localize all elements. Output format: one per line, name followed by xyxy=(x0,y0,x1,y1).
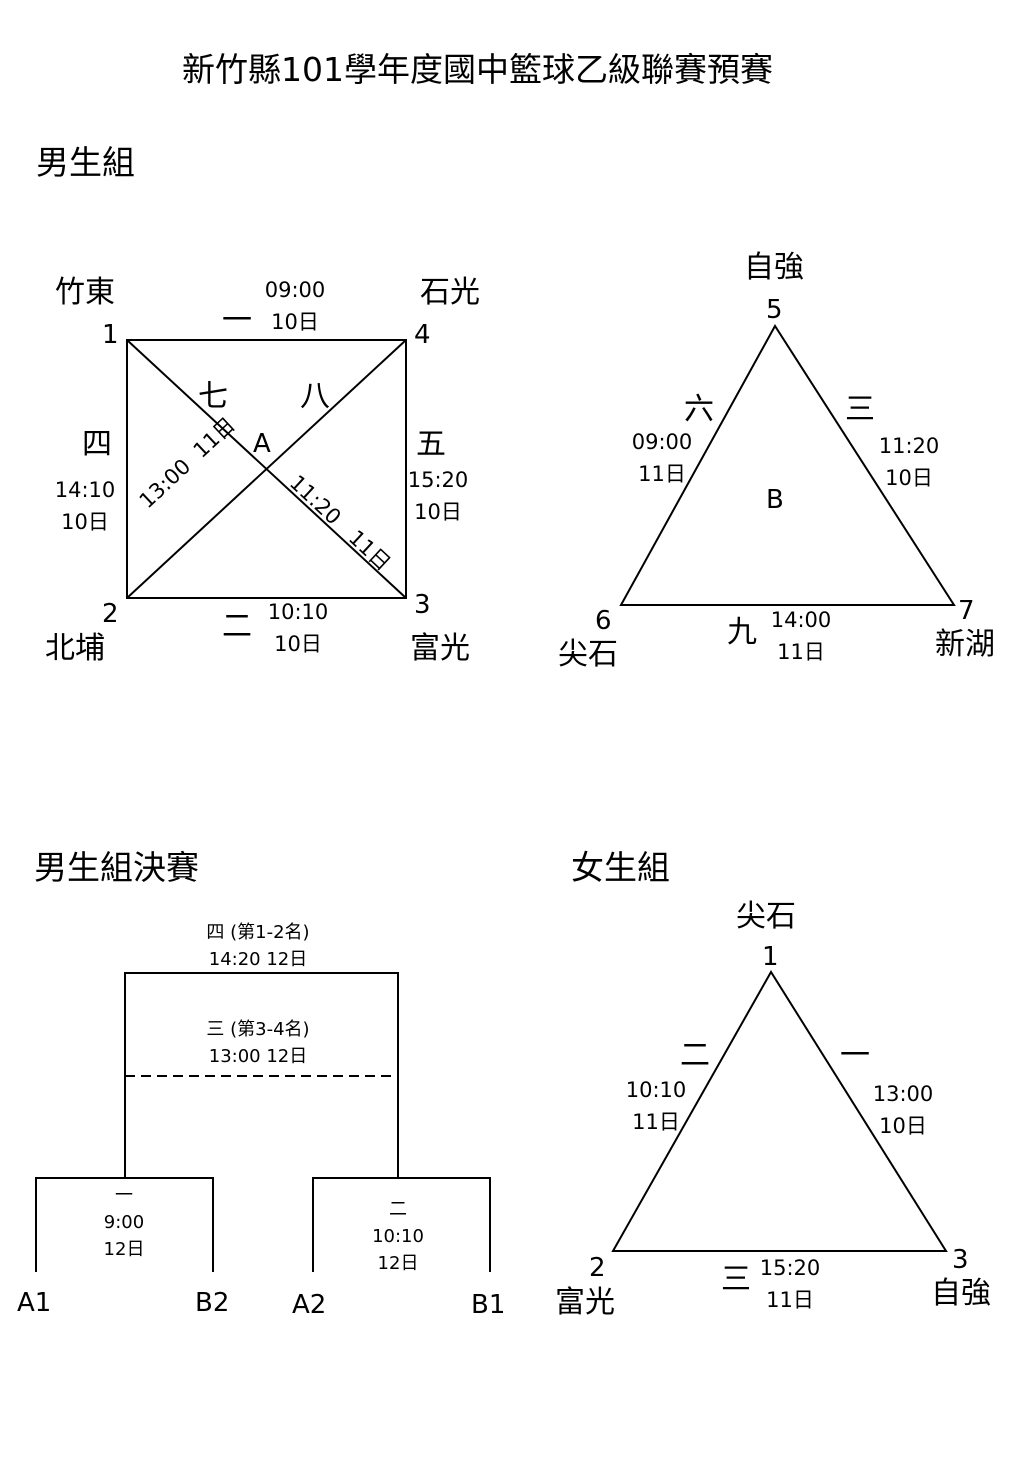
match-time: 09:00 xyxy=(264,278,326,302)
round-label: 二 xyxy=(389,1199,407,1220)
third-place-time: 13:00 12日 xyxy=(208,1046,308,1067)
page-title: 新竹縣101學年度國中籃球乙級聯賽預賽 xyxy=(182,50,773,89)
team-number: 1 xyxy=(102,320,119,350)
match-day: 10日 xyxy=(879,1114,927,1138)
match-day: 10日 xyxy=(885,466,933,490)
seed-label: B1 xyxy=(471,1290,506,1320)
team-name: 石光 xyxy=(420,275,480,310)
match-time: 15:20 xyxy=(759,1256,821,1280)
round-label: 二 xyxy=(680,1038,710,1073)
girls-triangle xyxy=(611,970,948,1252)
match-day: 11日 xyxy=(777,640,825,664)
semi2-bracket xyxy=(312,1177,491,1272)
match-day: 10日 xyxy=(274,632,322,656)
team-number: 7 xyxy=(958,596,975,626)
round-label: 三 xyxy=(845,392,875,427)
seed-label: A2 xyxy=(292,1290,327,1320)
match-time: 10:10 xyxy=(267,600,329,624)
seed-label: B2 xyxy=(195,1288,230,1318)
match-time: 09:00 xyxy=(631,430,693,454)
group-a-label: A xyxy=(253,429,271,459)
team-name: 富光 xyxy=(555,1285,615,1320)
round-label: 六 xyxy=(684,392,714,427)
round-label: 一 xyxy=(115,1185,133,1206)
team-number: 3 xyxy=(414,590,431,620)
finals-heading: 男生組決賽 xyxy=(34,848,199,887)
group-a-diagonal-2-4 xyxy=(126,339,407,599)
final-label: 四 (第1-2名) xyxy=(206,922,310,943)
group-a-square xyxy=(126,339,407,599)
match-day: 11日 xyxy=(632,1110,680,1134)
team-number: 4 xyxy=(414,320,431,350)
round-label: 四 xyxy=(82,427,112,462)
team-name: 富光 xyxy=(410,631,470,666)
round-label: 七 xyxy=(198,379,228,414)
team-name: 自強 xyxy=(744,250,804,285)
team-number: 2 xyxy=(102,599,119,629)
team-number: 3 xyxy=(952,1245,969,1275)
team-name: 新湖 xyxy=(935,627,995,662)
match-time: 10:10 xyxy=(625,1078,687,1102)
group-b-triangle xyxy=(619,324,956,606)
match-time: 11:20 xyxy=(878,434,940,458)
third-place-label: 三 (第3-4名) xyxy=(206,1019,310,1040)
team-number: 6 xyxy=(595,606,612,636)
girls-heading: 女生組 xyxy=(571,848,670,887)
match-day: 10日 xyxy=(414,500,462,524)
team-name: 自強 xyxy=(931,1276,991,1311)
match-time: 14:00 xyxy=(770,608,832,632)
match-time: 14:10 xyxy=(54,478,116,502)
team-number: 5 xyxy=(766,295,783,325)
match-day: 10日 xyxy=(61,510,109,534)
round-label: 一 xyxy=(840,1038,870,1073)
team-name: 北埔 xyxy=(45,631,105,666)
round-label: 三 xyxy=(721,1262,751,1297)
match-time: 13:00 xyxy=(872,1082,934,1106)
round-label: 二 xyxy=(222,609,252,644)
team-name: 竹東 xyxy=(55,275,115,310)
round-label: 八 xyxy=(300,379,330,414)
team-name: 尖石 xyxy=(736,899,796,934)
round-label: 五 xyxy=(416,427,446,462)
match-time: 9:00 xyxy=(103,1212,145,1233)
match-day: 12日 xyxy=(377,1253,419,1274)
semi1-bracket xyxy=(35,1177,214,1272)
final-time: 14:20 12日 xyxy=(208,949,308,970)
group-b-label: B xyxy=(766,485,784,515)
match-time: 10:10 xyxy=(372,1226,424,1247)
seed-label: A1 xyxy=(17,1288,52,1318)
match-time: 15:20 xyxy=(407,468,469,492)
match-day: 12日 xyxy=(103,1239,145,1260)
team-name: 尖石 xyxy=(558,637,618,672)
round-label: 一 xyxy=(222,303,252,338)
match-day: 11日 xyxy=(766,1288,814,1312)
team-number: 1 xyxy=(762,942,779,972)
round-label: 九 xyxy=(727,615,757,650)
match-day: 11日 xyxy=(638,462,686,486)
match-day: 10日 xyxy=(271,310,319,334)
team-number: 2 xyxy=(589,1253,606,1283)
boys-heading: 男生組 xyxy=(36,143,135,182)
